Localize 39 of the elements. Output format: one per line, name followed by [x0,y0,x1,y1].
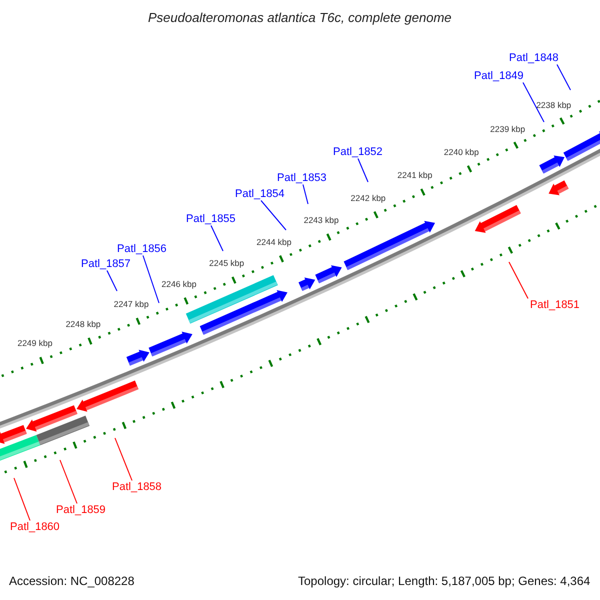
gene-label: Patl_1857 [81,258,131,270]
scale-label: 2240 kbp [444,148,479,157]
gene-label: Patl_1859 [56,504,106,516]
leader-line [556,64,571,90]
gene-label: Patl_1849 [474,70,524,82]
scale-label: 2242 kbp [350,194,386,203]
gene-label: Patl_1851 [530,300,580,310]
gene-label: Patl_1855 [186,214,236,224]
scale-label: 2248 kbp [66,320,101,328]
genome-info-text: Topology: circular; Length: 5,187,005 bp; Genes: 4,364 [298,575,590,587]
leader-line [142,255,160,304]
scale-label: 2249 kbp [17,339,52,348]
leader-line [60,460,78,504]
accession-text: Accession: NC_008228 [9,575,134,587]
leader-line [106,270,118,292]
leader-line [358,158,368,182]
leader-line [114,438,132,481]
leader-line [260,200,286,230]
leader-line [302,184,308,204]
gene-label: Patl_1852 [333,146,383,158]
gene-label: Patl_1854 [235,188,285,200]
gene-label: Patl_1848 [509,52,559,64]
scale-label: 2247 kbp [114,300,149,309]
gene-label: Patl_1853 [277,172,327,184]
scale-label: 2239 kbp [490,124,526,134]
title: Pseudoalteromonas atlantica T6c, complete genome [148,11,452,24]
scale-label: 2238 kbp [536,100,572,110]
scale-label: 2241 kbp [397,171,432,180]
leader-line [14,478,30,521]
leader-line [508,262,528,299]
gene-label: Patl_1856 [117,244,167,254]
leader-line [522,82,544,122]
scale-label: 2246 kbp [162,280,197,288]
scale-label: 2243 kbp [304,216,339,225]
leader-line [210,225,224,252]
scale-label: 2245 kbp [209,259,244,268]
gene-label: Patl_1860 [10,522,60,532]
gene-label: Patl_1858 [112,482,162,492]
scale-label: 2244 kbp [256,238,292,246]
